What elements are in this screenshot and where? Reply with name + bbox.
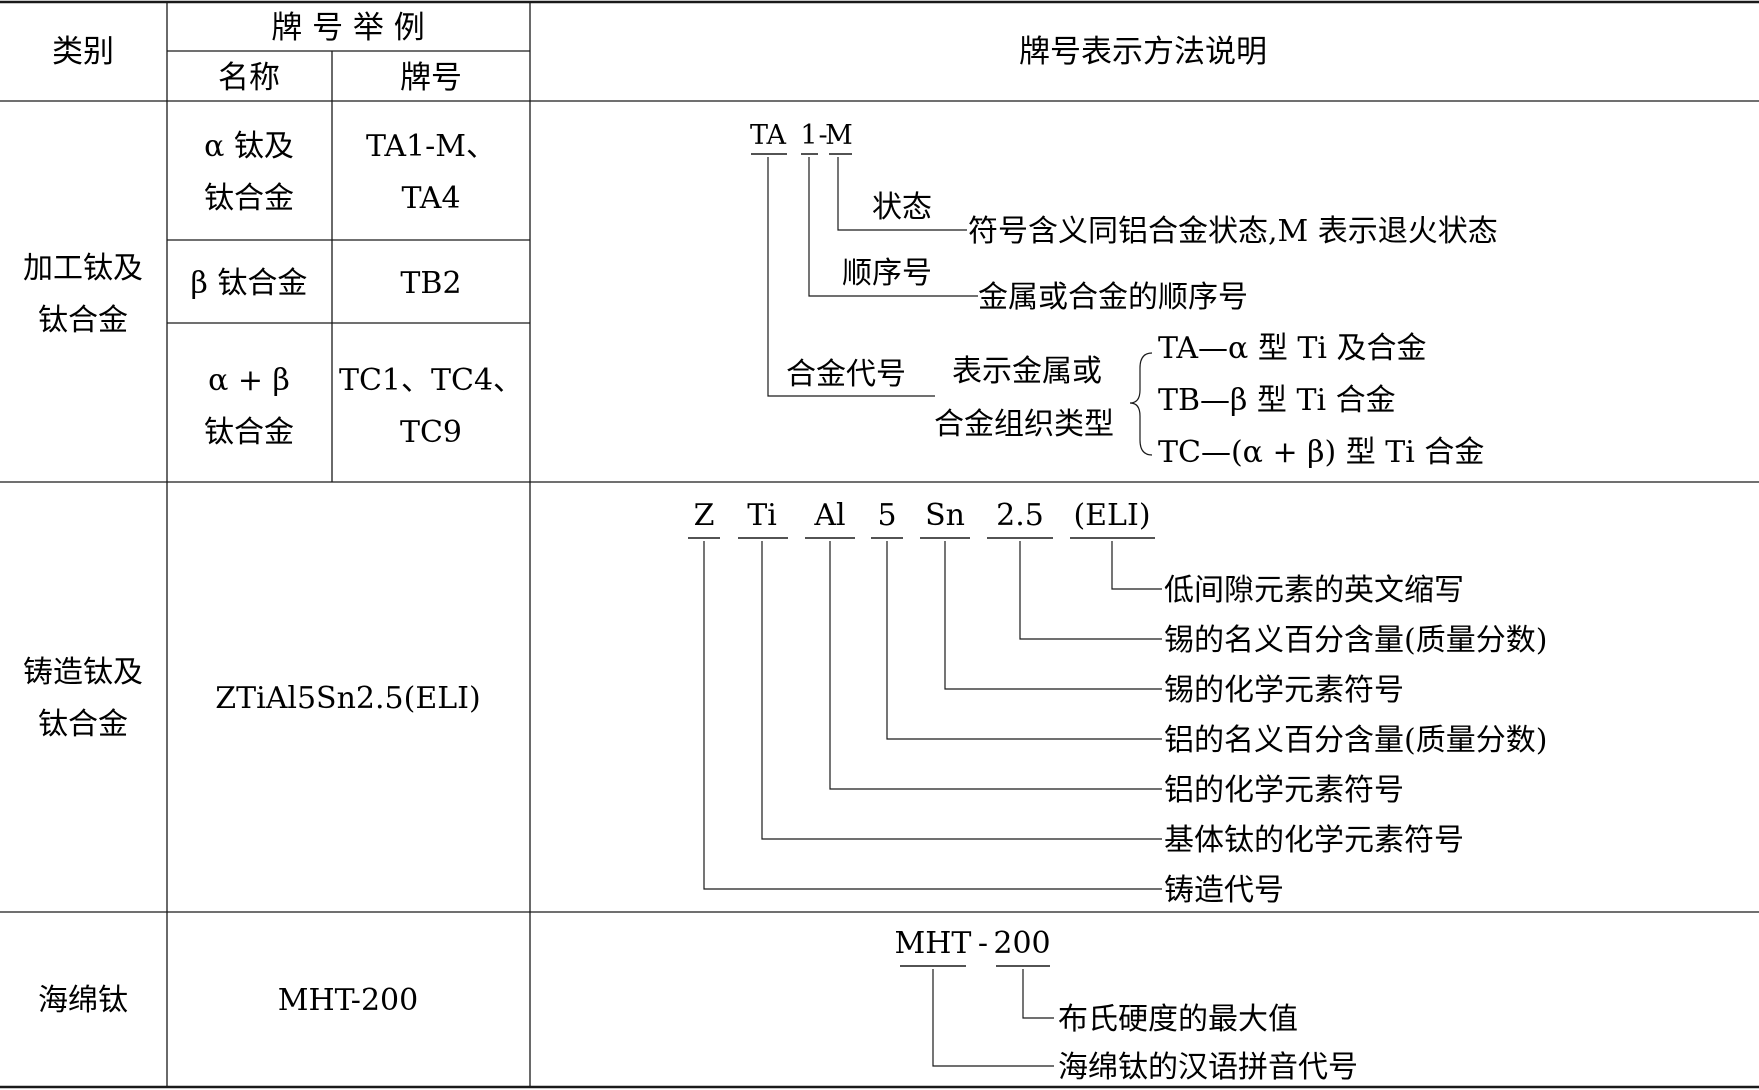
curly-brace <box>1129 352 1153 456</box>
sponge-label-hardness: 布氏硬度的最大值 <box>1058 1002 1298 1037</box>
cast-code-5: 5 <box>877 498 896 533</box>
sponge-code-mht: MHT <box>895 926 972 961</box>
cast-category-line1: 铸造钛及 <box>23 655 143 690</box>
cast-label-sn-content: 锡的名义百分含量(质量分数) <box>1164 623 1547 658</box>
table-header: 类别 牌 号 举 例 名称 牌号 牌号表示方法说明 <box>52 10 1267 96</box>
cast-label-al-content: 铝的名义百分含量(质量分数) <box>1164 723 1547 758</box>
alpha-name-line1: α 钛及 <box>204 129 294 164</box>
cast-code-z: Z <box>694 498 715 533</box>
code-number: 1 <box>800 120 817 151</box>
wrought-category-line2: 钛合金 <box>38 303 128 338</box>
sponge-label-pinyin: 海绵钛的汉语拼音代号 <box>1058 1050 1358 1085</box>
cast-code-sn: Sn <box>925 498 965 533</box>
sponge-code-dash: - <box>978 926 988 961</box>
state-desc: 符号含义同铝合金状态,M 表示退火状态 <box>968 214 1498 249</box>
header-grade: 牌号 <box>400 60 462 96</box>
alpha-beta-grade-line1: TC1、TC4、 <box>339 363 523 398</box>
sponge-code-200: 200 <box>993 926 1050 961</box>
cast-label-ti-symbol: 基体钛的化学元素符号 <box>1164 823 1464 858</box>
cast-label-al-symbol: 铝的化学元素符号 <box>1164 773 1404 808</box>
alloy-code-label: 合金代号 <box>786 357 906 392</box>
code-state: M <box>825 120 853 151</box>
sequence-desc: 金属或合金的顺序号 <box>978 280 1248 315</box>
header-grade-example: 牌 号 举 例 <box>271 10 425 46</box>
type-tc: TC—(α + β) 型 Ti 合金 <box>1158 435 1484 470</box>
cast-code-ti: Ti <box>747 498 777 533</box>
type-ta: TA—α 型 Ti 及合金 <box>1158 331 1427 366</box>
alpha-name-line2: 钛合金 <box>204 181 294 216</box>
cast-section: 铸造钛及 钛合金 ZTiAl5Sn2.5(ELI) <box>23 655 481 742</box>
header-name: 名称 <box>218 60 280 96</box>
alloy-desc-line2: 合金组织类型 <box>934 407 1114 442</box>
type-tb: TB—β 型 Ti 合金 <box>1158 383 1396 418</box>
cast-diagram: Z Ti Al 5 Sn 2.5 (ELI) 低间隙元素的英文缩写 锡的名义百分… <box>688 498 1547 908</box>
beta-name: β 钛合金 <box>191 266 308 301</box>
code-ta: TA <box>750 120 787 151</box>
cast-grade: ZTiAl5Sn2.5(ELI) <box>215 681 480 716</box>
sequence-label: 顺序号 <box>842 256 932 291</box>
cast-category-line2: 钛合金 <box>38 707 128 742</box>
wrought-section: 加工钛及 钛合金 α 钛及 钛合金 TA1-M、 TA4 β 钛合金 TB2 α… <box>23 129 523 450</box>
state-label: 状态 <box>872 190 932 225</box>
cast-code-2-5: 2.5 <box>996 498 1044 533</box>
sponge-section: 海绵钛 MHT-200 <box>38 983 418 1018</box>
alpha-grade-line2: TA4 <box>401 181 460 216</box>
wrought-category-line1: 加工钛及 <box>23 251 143 286</box>
cast-label-cast-code: 铸造代号 <box>1164 873 1284 908</box>
alpha-grade-line1: TA1-M、 <box>366 129 496 164</box>
cast-code-eli: (ELI) <box>1073 498 1150 533</box>
alpha-beta-grade-line2: TC9 <box>400 415 462 450</box>
code-dash: - <box>818 120 827 151</box>
alloy-desc-line1: 表示金属或 <box>952 354 1102 389</box>
sponge-diagram: MHT - 200 布氏硬度的最大值 海绵钛的汉语拼音代号 <box>895 926 1358 1085</box>
header-category: 类别 <box>52 34 114 70</box>
beta-grade: TB2 <box>400 266 461 301</box>
alpha-beta-name-line1: α + β <box>208 363 290 398</box>
sponge-grade: MHT-200 <box>278 983 418 1018</box>
alpha-beta-name-line2: 钛合金 <box>204 415 294 450</box>
header-method: 牌号表示方法说明 <box>1019 34 1267 70</box>
wrought-diagram: TA 1 - M 状态 符号含义同铝合金状态,M 表示退火状态 顺序号 金属或合… <box>750 120 1498 470</box>
cast-code-al: Al <box>813 498 845 533</box>
cast-label-eli: 低间隙元素的英文缩写 <box>1164 573 1464 608</box>
sponge-category: 海绵钛 <box>38 983 128 1018</box>
cast-label-sn-symbol: 锡的化学元素符号 <box>1164 673 1404 708</box>
